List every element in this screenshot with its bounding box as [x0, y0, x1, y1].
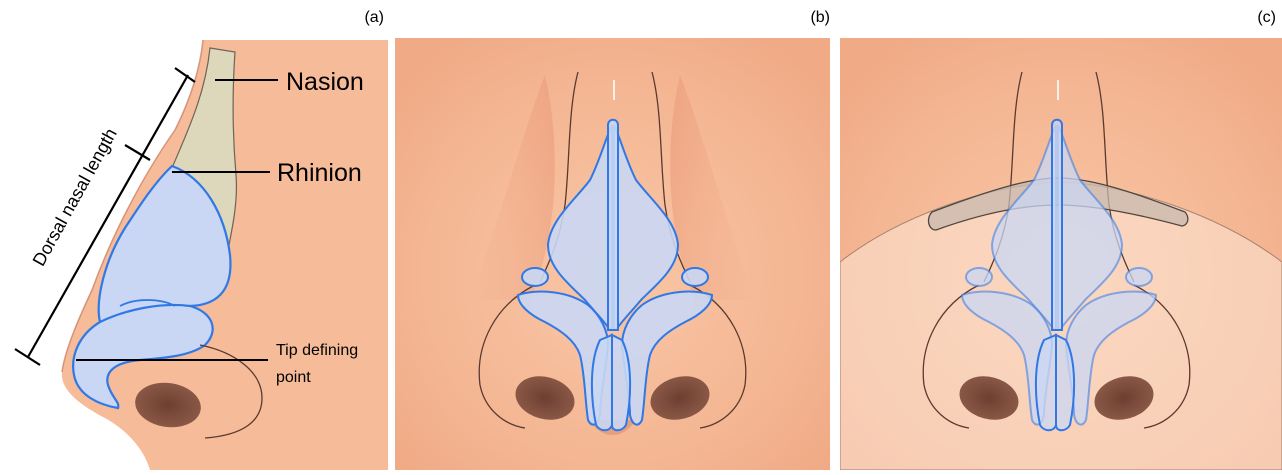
panel-b: (b) [395, 9, 830, 470]
panel-a-letter: (a) [364, 9, 384, 26]
septum-b [608, 120, 618, 330]
panel-b-letter: (b) [810, 9, 830, 26]
dorsal-length-label: Dorsal nasal length [29, 125, 121, 269]
sesamoid-left [522, 268, 548, 286]
tip-label-line2: point [276, 369, 311, 386]
sesamoid-right [682, 268, 708, 286]
septum-c [1052, 120, 1062, 330]
tip-label-line1: Tip defining [276, 342, 358, 359]
panel-c: (c) [840, 9, 1282, 470]
panel-c-letter: (c) [1257, 9, 1276, 26]
dorsal-length-cap-bottom [15, 349, 40, 365]
sesamoid-left-c [966, 268, 992, 286]
sesamoid-right-c [1126, 268, 1152, 286]
panel-a: Dorsal nasal length Nasion Rhinion Tip d… [15, 9, 388, 470]
nasion-label: Nasion [286, 68, 364, 96]
rhinion-label: Rhinion [277, 159, 362, 187]
